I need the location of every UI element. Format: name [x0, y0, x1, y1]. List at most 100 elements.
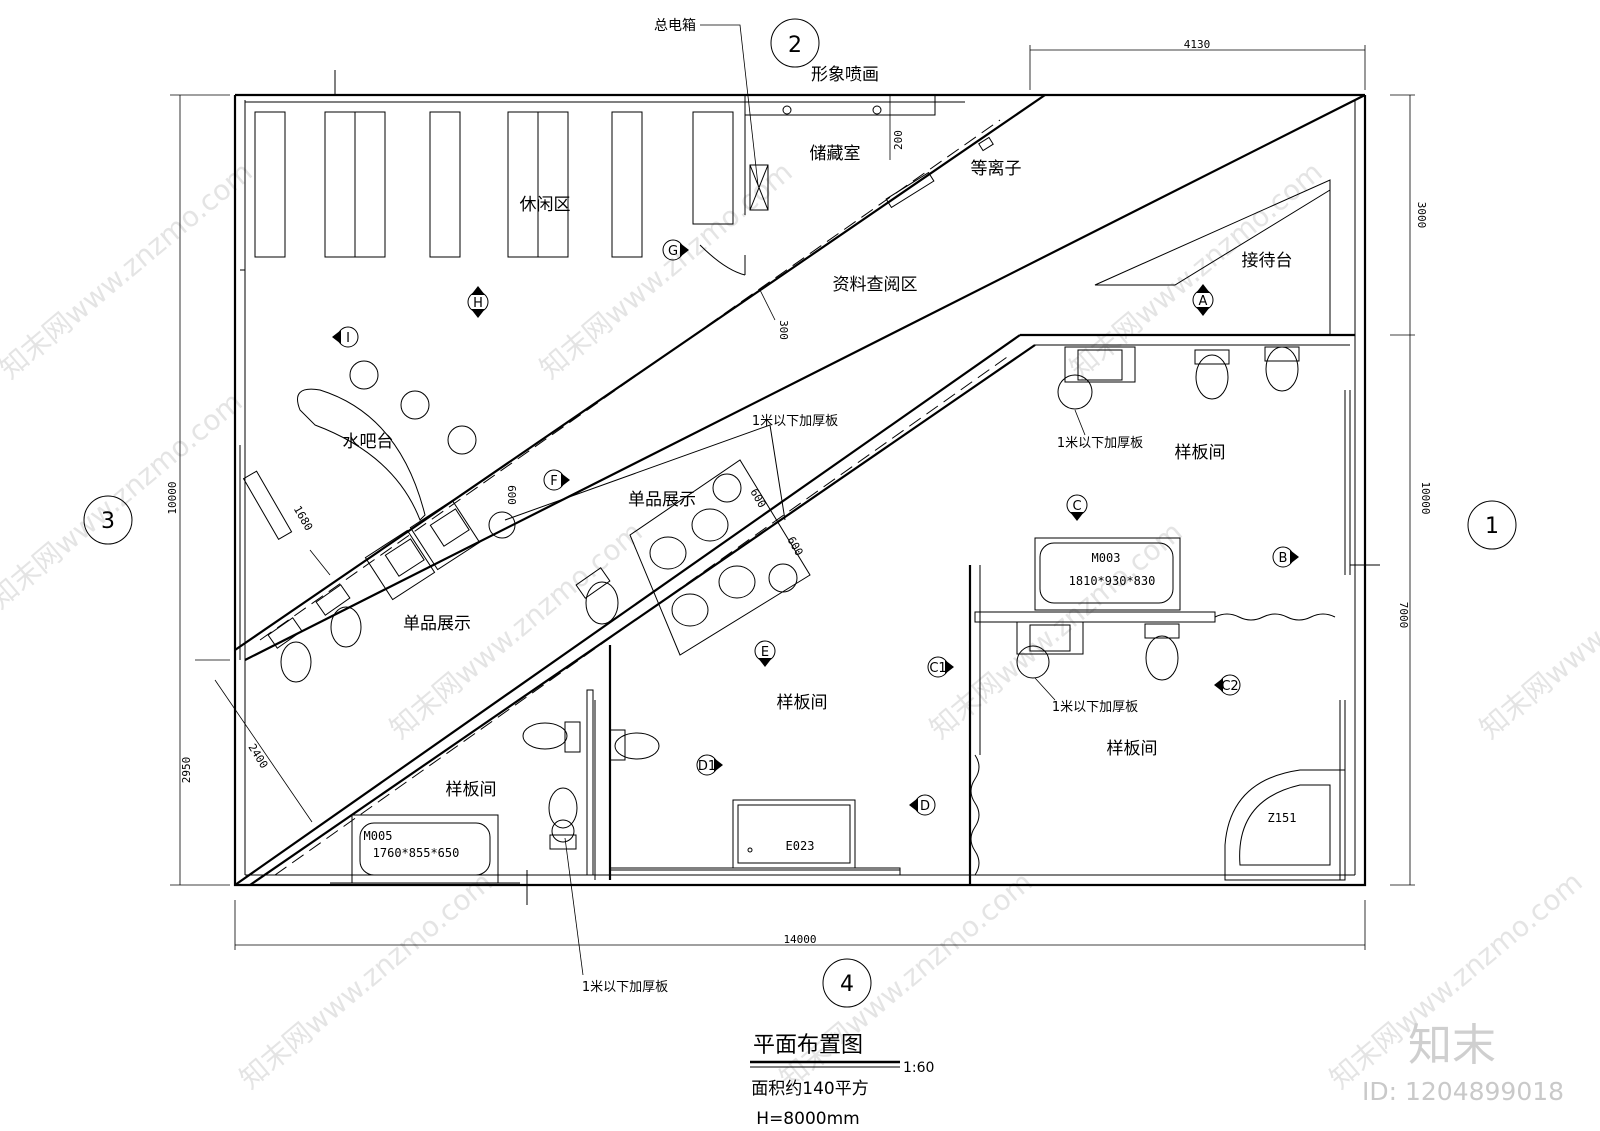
label-storage-room: 储藏室	[810, 144, 861, 164]
view-marker-F: F	[543, 469, 570, 491]
label-tub-m003-size: 1810*930*830	[1069, 574, 1156, 588]
wall-details	[239, 70, 1380, 660]
label-single-display-2: 单品展示	[403, 614, 471, 634]
dim-600-b: 600	[747, 486, 768, 510]
leisure-seating	[254, 111, 734, 258]
label-leisure-area: 休闲区	[520, 195, 571, 215]
axis-label-2: 2	[788, 33, 802, 58]
watermark-text: 知末网www.znzmo.com	[0, 155, 259, 385]
label-reference-area: 资料查阅区	[833, 275, 918, 295]
view-marker-D1: D1	[696, 754, 723, 776]
display-area-left	[364, 424, 786, 601]
water-bar	[242, 360, 477, 540]
svg-text:E: E	[761, 645, 769, 660]
label-image-mural: 形象喷画	[811, 65, 879, 85]
svg-text:H: H	[473, 296, 483, 311]
dim-300: 300	[777, 320, 790, 340]
label-reception-desk: 接待台	[1242, 251, 1293, 271]
axis-marker-1	[1467, 500, 1517, 550]
dim-right-upper: 3000	[1415, 202, 1428, 229]
axis-label-1: 1	[1485, 514, 1499, 539]
watermark-id: ID: 1204899018	[1362, 1077, 1564, 1106]
svg-text:C1: C1	[929, 661, 946, 676]
axis-marker-3	[83, 495, 133, 545]
dim-left-overall: 10000	[166, 481, 179, 514]
dim-600-a: 600	[505, 485, 518, 505]
diagonal-partitions	[234, 94, 1366, 886]
svg-text:B: B	[1279, 551, 1288, 566]
display-area-middle	[629, 459, 811, 656]
view-markers: A B C C1 C2 D D1 E F G H I	[332, 239, 1299, 816]
watermark-brand: 知末	[1408, 1020, 1496, 1071]
axis-marker-2	[770, 18, 820, 68]
dimension-lines: 4130 3000 10000 7000 10000 2950 14000 24…	[166, 38, 1432, 950]
label-tub-z151: Z151	[1268, 811, 1297, 825]
view-marker-D: D	[909, 794, 936, 816]
label-sample-room-4: 样板间	[446, 780, 497, 800]
view-marker-A: A	[1192, 284, 1214, 316]
watermark-text: 知末网www.znzmo.com	[533, 155, 798, 385]
drawing-height-note: H=8000mm	[756, 1109, 859, 1129]
note-thick-board-4: 1米以下加厚板	[582, 980, 668, 995]
drawing-area-note: 面积约140平方	[751, 1079, 868, 1099]
room-labels: 休闲区 储藏室 形象喷画 等离子 资料查阅区 接待台 水吧台 单品展示 单品展示…	[343, 18, 1293, 800]
axis-label-3: 3	[101, 509, 115, 534]
label-tub-m005-code: M005	[364, 829, 393, 843]
drawing-scale: 1:60	[903, 1060, 934, 1076]
drawing-title: 平面布置图	[753, 1033, 863, 1058]
svg-text:A: A	[1199, 294, 1208, 309]
label-plasma: 等离子	[971, 159, 1022, 179]
view-marker-E: E	[754, 640, 776, 667]
sample-room-center	[609, 799, 901, 876]
view-marker-C1: C1	[927, 656, 954, 678]
label-tub-m003-code: M003	[1092, 551, 1121, 565]
storage-room	[699, 94, 936, 276]
svg-text:F: F	[550, 474, 557, 489]
sample-room-bottom-left	[330, 645, 660, 905]
dim-left-lower: 2950	[180, 757, 193, 784]
dim-top-right: 4130	[1184, 38, 1211, 51]
svg-text:D1: D1	[698, 759, 716, 774]
dim-right-overall: 10000	[1419, 481, 1432, 514]
label-tub-m005-size: 1760*855*650	[373, 846, 460, 860]
view-marker-C2: C2	[1214, 674, 1241, 696]
label-sample-room-2: 样板间	[777, 693, 828, 713]
note-thick-board-1: 1米以下加厚板	[752, 414, 838, 429]
sample-room-right	[968, 346, 1351, 885]
svg-text:C2: C2	[1221, 679, 1238, 694]
label-sample-room-1: 样板间	[1175, 443, 1226, 463]
label-water-bar: 水吧台	[343, 432, 394, 452]
toilets-left	[267, 567, 619, 683]
axis-label-4: 4	[840, 972, 854, 997]
label-single-display-1: 单品展示	[628, 490, 696, 510]
watermark-text: 知末网www.znzmo.com	[233, 865, 498, 1095]
title-block: 平面布置图 1:60 面积约140平方 H=8000mm	[750, 1033, 934, 1129]
note-thick-board-2: 1米以下加厚板	[1057, 436, 1143, 451]
label-main-panel: 总电箱	[654, 18, 696, 34]
svg-text:D: D	[920, 799, 930, 814]
watermark-text: 知末网www.znzmo.com	[0, 385, 249, 615]
svg-text:I: I	[346, 331, 350, 346]
view-marker-C: C	[1066, 494, 1088, 521]
label-sample-room-3: 样板间	[1107, 739, 1158, 759]
notes: 1米以下加厚板 1米以下加厚板 1米以下加厚板 1米以下加厚板	[564, 409, 1143, 995]
view-marker-G: G	[662, 239, 689, 261]
dim-600-c: 600	[784, 534, 805, 558]
axis-marker-4	[822, 958, 872, 1008]
view-marker-B: B	[1272, 546, 1299, 568]
dim-2400: 2400	[245, 741, 270, 770]
main-electrical-panel	[749, 164, 769, 211]
dim-1680: 1680	[291, 504, 316, 533]
brand-watermark: 知末 ID: 1204899018	[1362, 1020, 1564, 1106]
svg-text:G: G	[668, 244, 678, 259]
svg-text:C: C	[1072, 499, 1081, 514]
fixture-labels: M003 1810*930*830 M005 1760*855*650 E023…	[364, 551, 1297, 860]
dim-right-lower: 7000	[1397, 602, 1410, 629]
dim-200: 200	[892, 130, 905, 150]
dim-bottom: 14000	[783, 933, 816, 946]
axis-markers: 1 2 3 4	[83, 18, 1517, 1008]
view-marker-I: I	[332, 326, 359, 348]
watermark-text: 知末网www.znzmo.com	[1473, 515, 1600, 745]
